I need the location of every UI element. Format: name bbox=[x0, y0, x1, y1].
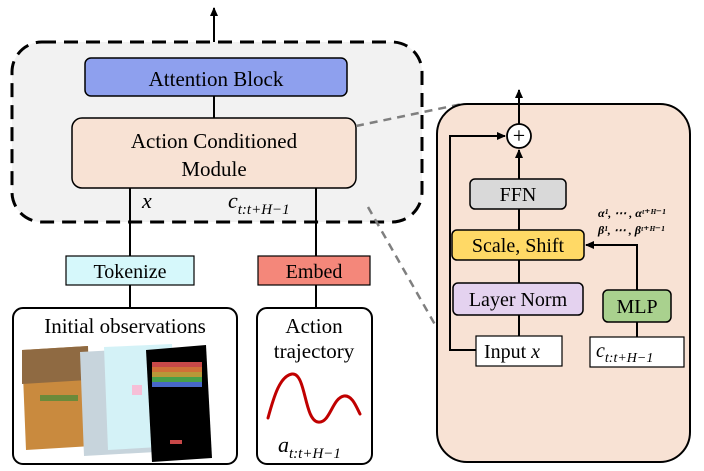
action-module-label-2: Module bbox=[181, 157, 246, 181]
a-variable: at:t+H−1 bbox=[278, 432, 341, 462]
mlp-label: MLP bbox=[616, 296, 657, 318]
action-trajectory-box bbox=[256, 307, 373, 465]
input-x-box bbox=[475, 335, 563, 367]
attention-block-label: Attention Block bbox=[149, 67, 284, 91]
scale-shift-label: Scale, Shift bbox=[472, 235, 565, 257]
tokenize-box bbox=[65, 255, 195, 286]
brick-row-4 bbox=[152, 377, 202, 382]
alpha-params: α¹, ⋯ , αᵗ⁺ᴴ⁻¹ bbox=[598, 206, 666, 220]
action-trajectory-label-1: Action bbox=[285, 314, 343, 338]
embed-box bbox=[257, 255, 371, 286]
input-x-var: x bbox=[530, 341, 540, 363]
frame-platform bbox=[40, 395, 78, 401]
c-variable: ct:t+H−1 bbox=[228, 188, 290, 218]
a-subscript: t:t+H−1 bbox=[289, 446, 341, 462]
condition-label: ct:t+H−1 bbox=[596, 340, 653, 366]
x-variable: x bbox=[141, 188, 152, 213]
frame-platformer-sky bbox=[22, 346, 88, 384]
condition-box bbox=[589, 336, 685, 368]
embed-label: Embed bbox=[286, 261, 343, 283]
zoom-line-top bbox=[355, 102, 463, 128]
brick-row-1 bbox=[152, 362, 202, 367]
mlp-to-scale-arrow bbox=[585, 241, 638, 290]
residual-path bbox=[449, 132, 506, 351]
paddle bbox=[170, 440, 182, 444]
frame-agent bbox=[132, 385, 142, 395]
action-conditioned-module bbox=[71, 117, 357, 189]
brick-row-2 bbox=[152, 367, 202, 372]
residual-add-circle bbox=[506, 123, 532, 149]
tokenize-label: Tokenize bbox=[93, 261, 166, 283]
condition-subscript: t:t+H−1 bbox=[605, 351, 653, 366]
brick-row-3 bbox=[152, 372, 202, 377]
beta-params: β¹, ⋯ , βᵗ⁺ᴴ⁻¹ bbox=[597, 223, 665, 237]
initial-observations-label: Initial observations bbox=[44, 314, 206, 338]
trajectory-curve bbox=[266, 372, 362, 424]
action-module-label-1: Action Conditioned bbox=[131, 129, 298, 153]
observation-frames bbox=[22, 344, 212, 462]
c-subscript: t:t+H−1 bbox=[238, 202, 290, 218]
ffn-label: FFN bbox=[500, 184, 537, 206]
layer-norm-label: Layer Norm bbox=[469, 289, 568, 311]
plus-symbol: + bbox=[513, 123, 525, 148]
brick-row-5 bbox=[152, 382, 202, 387]
action-trajectory-label-2: trajectory bbox=[274, 339, 355, 363]
attention-block bbox=[84, 57, 348, 97]
input-x-label: Input x bbox=[484, 341, 540, 363]
